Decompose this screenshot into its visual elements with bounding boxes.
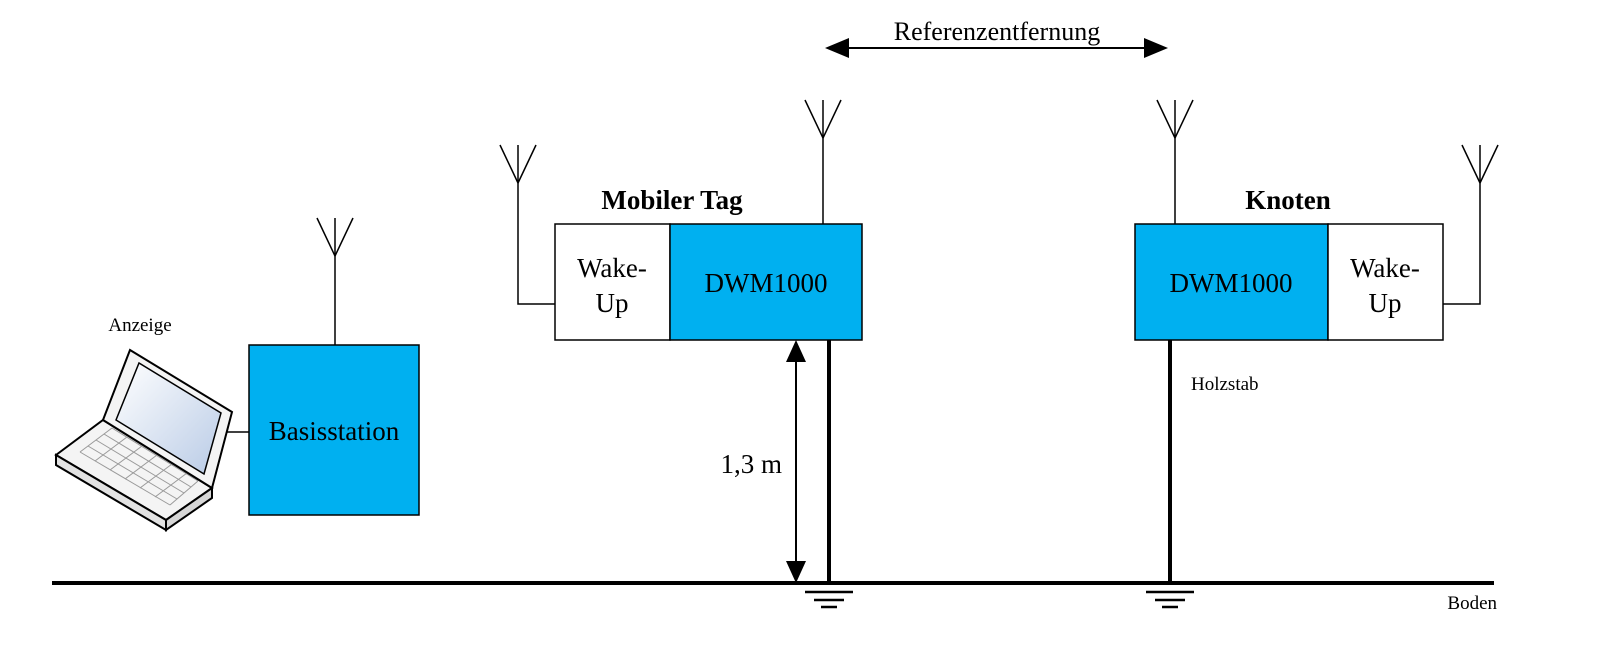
node-dwm1000-label: DWM1000 bbox=[1170, 268, 1293, 298]
node-wakeup-line1: Wake- bbox=[1350, 253, 1420, 283]
base-station-box bbox=[248, 344, 420, 516]
wakeup-antenna-icon bbox=[1443, 144, 1499, 305]
mobile-wakeup-line2: Up bbox=[596, 288, 629, 318]
pole-label: Holzstab bbox=[1191, 374, 1259, 395]
mobile-dwm1000-label: DWM1000 bbox=[705, 268, 828, 298]
mobile-tag-title: Mobiler Tag bbox=[601, 185, 743, 215]
ground-symbol-icon bbox=[1146, 590, 1194, 609]
node-wakeup-box bbox=[1327, 223, 1444, 341]
ground-symbol-icon bbox=[805, 590, 853, 609]
reference-distance-arrow bbox=[825, 38, 1168, 58]
wakeup-antenna-icon bbox=[499, 144, 555, 305]
node-dwm1000-box bbox=[1134, 223, 1329, 341]
antenna-icon bbox=[1156, 99, 1194, 224]
antenna-icon bbox=[316, 217, 354, 345]
antenna-icon bbox=[804, 99, 842, 224]
height-label: 1,3 m bbox=[720, 449, 782, 479]
mobile-dwm1000-box bbox=[669, 223, 863, 341]
node-wakeup-line2: Up bbox=[1369, 288, 1402, 318]
ground-label: Boden bbox=[1447, 593, 1497, 614]
reference-distance-label: Referenzentfernung bbox=[894, 17, 1100, 46]
mobile-wakeup-box bbox=[554, 223, 671, 341]
height-arrow bbox=[786, 340, 806, 583]
base-station-label: Basisstation bbox=[269, 416, 400, 446]
laptop-icon bbox=[54, 348, 234, 532]
display-label: Anzeige bbox=[108, 315, 171, 336]
node-title: Knoten bbox=[1245, 185, 1331, 215]
mobile-wakeup-line1: Wake- bbox=[577, 253, 647, 283]
